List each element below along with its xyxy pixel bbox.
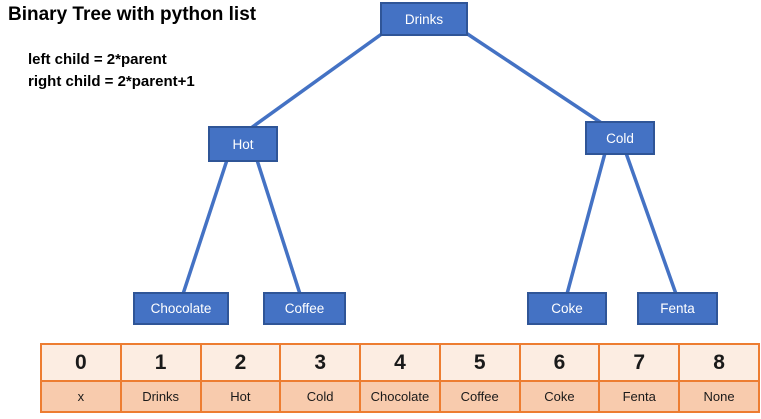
edge-drinks-hot [249,31,385,130]
edge-cold-fenta [624,152,678,295]
index-cell-8: 8 [678,343,760,382]
value-cell-1: Drinks [119,380,202,413]
edge-hot-coffee [255,159,302,295]
python-list-table: 0 1 2 3 4 5 6 7 8 x Drinks Hot Cold Choc… [40,343,760,413]
value-cell-2: Hot [199,380,282,413]
tree-node-chocolate: Chocolate [133,292,229,325]
tree-node-cold: Cold [585,121,655,155]
tree-node-hot: Hot [208,126,278,162]
formula-block: left child = 2*parent right child = 2*pa… [28,49,195,93]
edge-cold-coke [565,152,607,295]
index-cell-7: 7 [598,343,681,382]
value-cell-0: x [40,380,122,413]
value-cell-8: None [678,380,760,413]
tree-node-coffee: Coffee [263,292,346,325]
formula-left-child: left child = 2*parent [28,51,167,68]
formula-right-child: right child = 2*parent+1 [28,73,195,90]
index-cell-4: 4 [359,343,441,382]
index-cell-2: 2 [199,343,282,382]
page-title: Binary Tree with python list [8,4,257,25]
index-cell-5: 5 [438,343,521,382]
value-cell-6: Coke [518,380,601,413]
value-row: x Drinks Hot Cold Chocolate Coffee Coke … [40,380,760,413]
value-cell-3: Cold [279,380,362,413]
edge-drinks-cold [465,31,604,126]
value-cell-4: Chocolate [359,380,441,413]
index-cell-6: 6 [518,343,601,382]
tree-node-fenta: Fenta [637,292,718,325]
index-cell-3: 3 [279,343,362,382]
tree-node-coke: Coke [527,292,607,325]
index-cell-0: 0 [40,343,122,382]
value-cell-7: Fenta [598,380,681,413]
edge-hot-chocolate [181,159,229,295]
tree-node-drinks: Drinks [380,2,468,36]
value-cell-5: Coffee [438,380,521,413]
index-cell-1: 1 [119,343,202,382]
index-row: 0 1 2 3 4 5 6 7 8 [40,343,760,382]
